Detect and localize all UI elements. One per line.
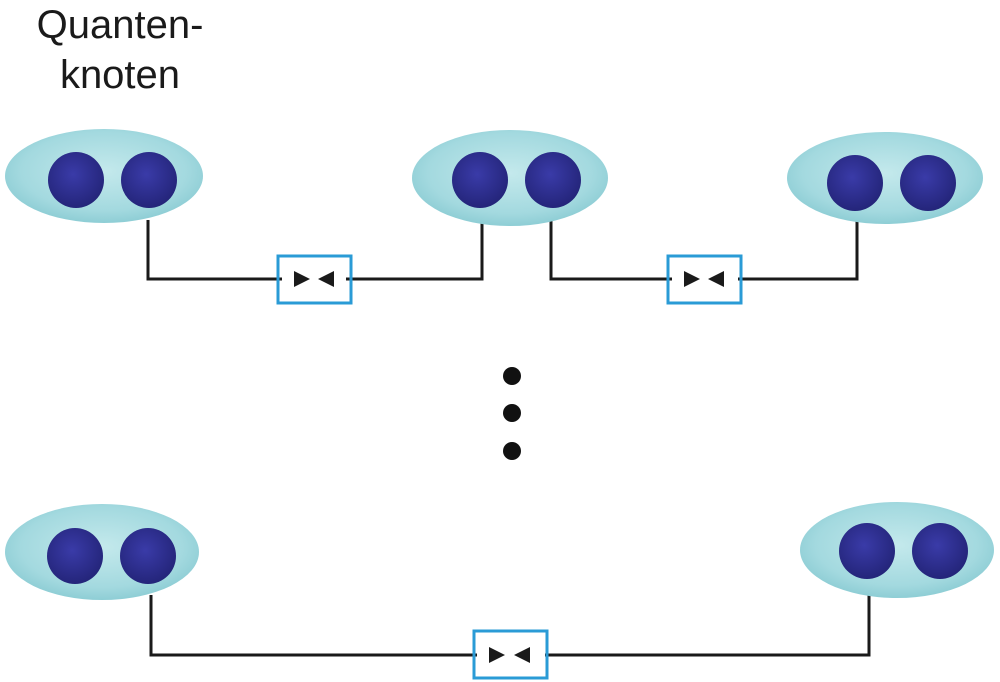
entanglement-station-3: [472, 629, 549, 680]
quantum-node-2: [412, 130, 608, 226]
arrow-right-icon: [489, 647, 505, 663]
quantum-node-4: [5, 504, 199, 600]
link-line-3-right: [545, 595, 871, 657]
station-box: [472, 629, 549, 680]
ellipsis-dot: [503, 367, 521, 385]
entanglement-station-1: [276, 254, 353, 305]
link-lines: [146, 220, 871, 657]
qubit: [912, 523, 968, 579]
qubit: [525, 152, 581, 208]
continuation-dots: [503, 367, 521, 460]
arrow-left-icon: [514, 647, 530, 663]
station-box: [276, 254, 353, 305]
quantum-node-3: [787, 132, 983, 224]
quantum-nodes-label: Quanten- knoten: [0, 0, 240, 100]
link-line-2-right: [738, 220, 859, 281]
qubit: [452, 152, 508, 208]
ellipsis-dot: [503, 442, 521, 460]
qubit: [48, 152, 104, 208]
qubit: [120, 528, 176, 584]
arrow-left-icon: [708, 271, 724, 287]
arrow-right-icon: [294, 271, 310, 287]
quantum-node-5: [800, 502, 994, 598]
link-line-3-left: [149, 595, 477, 657]
entanglement-station-2: [666, 254, 743, 305]
quantum-node-1: [5, 129, 203, 223]
qubit: [900, 155, 956, 211]
arrow-left-icon: [318, 271, 334, 287]
qubit: [121, 152, 177, 208]
station-box: [666, 254, 743, 305]
qubit: [47, 528, 103, 584]
qubit: [827, 155, 883, 211]
link-line-2-left: [549, 220, 672, 281]
link-line-1-left: [146, 220, 282, 281]
qubit: [839, 523, 895, 579]
ellipsis-dot: [503, 404, 521, 422]
arrow-right-icon: [684, 271, 700, 287]
label-line-1: Quanten-: [36, 3, 204, 47]
link-line-1-right: [346, 220, 484, 281]
label-line-2: knoten: [59, 53, 181, 97]
